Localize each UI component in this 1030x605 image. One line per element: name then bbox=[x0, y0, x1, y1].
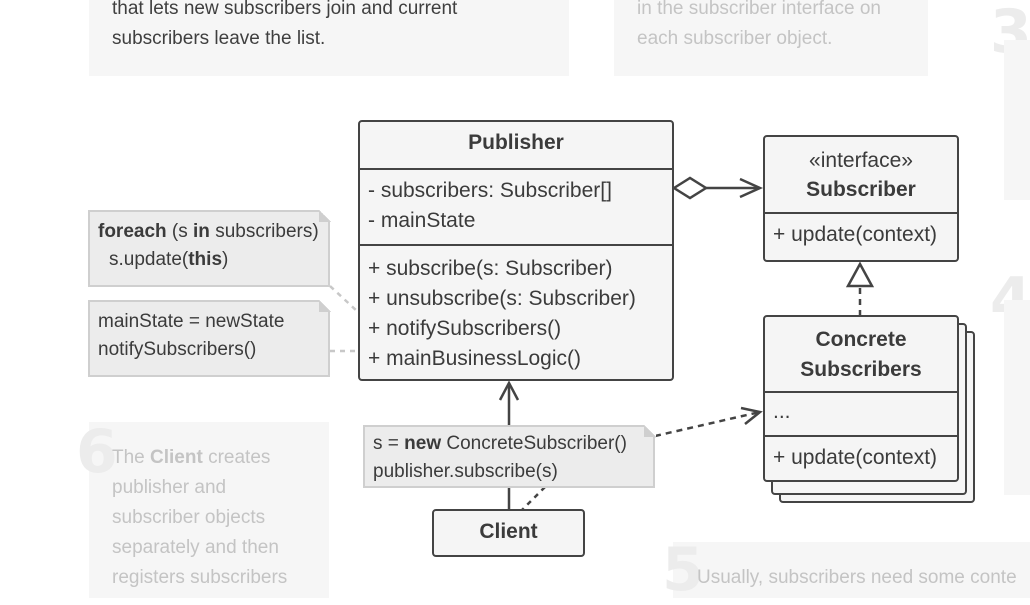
concrete-title-line-1: Concrete bbox=[815, 328, 907, 351]
kw-this: this bbox=[188, 249, 223, 270]
subscriber-stereotype: «interface» bbox=[809, 149, 913, 172]
client-note-line-1: s = new ConcreteSubscriber() bbox=[373, 430, 645, 458]
client-code-note: s = new ConcreteSubscriber() publisher.s… bbox=[363, 424, 656, 488]
publisher-method-business-logic: + mainBusinessLogic() bbox=[368, 347, 582, 370]
note-6-line-5: registers subscribers bbox=[112, 567, 288, 588]
note-6-client-word: Client bbox=[150, 447, 203, 468]
note-6-line-3: subscriber objects bbox=[112, 507, 266, 528]
publisher-method-notify: + notifySubscribers() bbox=[368, 317, 562, 340]
aggregation-arrowhead bbox=[739, 177, 764, 199]
concrete-field-ellipsis: ... bbox=[773, 400, 791, 423]
note-6-line-1-pre: The bbox=[112, 447, 151, 468]
note-3b-panel bbox=[1004, 40, 1030, 200]
subscriber-interface: «interface» Subscriber + update(context) bbox=[763, 135, 959, 262]
note-6-line-2: publisher and bbox=[112, 477, 227, 498]
notify-code-note: mainState = newState notifySubscribers() bbox=[88, 299, 331, 377]
note-5-panel bbox=[673, 542, 1030, 598]
publisher-title: Publisher bbox=[468, 131, 564, 154]
note-6-line-1-post: creates bbox=[202, 447, 271, 468]
publisher-field-mainstate: - mainState bbox=[368, 209, 476, 232]
foreach-note-connector bbox=[329, 285, 359, 313]
foreach-open: (s bbox=[166, 221, 194, 242]
client-concrete-arrowhead bbox=[740, 406, 763, 425]
publisher-method-subscribe: + subscribe(s: Subscriber) bbox=[368, 257, 613, 280]
foreach-line-2-pre: s.update( bbox=[109, 249, 189, 270]
publisher-class: Publisher - subscribers: Subscriber[] - … bbox=[358, 120, 674, 381]
note-5-number: 5 bbox=[662, 535, 704, 605]
note-4-panel bbox=[1004, 300, 1030, 495]
concrete-fields: ... bbox=[765, 393, 957, 437]
client-note-line-1-pre: s = bbox=[373, 433, 405, 454]
note-5-text: Usually, subscribers need some conte bbox=[697, 567, 1017, 588]
note-fold-corner bbox=[318, 209, 331, 222]
publisher-fields: - subscribers: Subscriber[] - mainState bbox=[360, 170, 672, 246]
note-2-line-1: that lets new subscribers join and curre… bbox=[112, 0, 458, 19]
subscriber-methods: + update(context) bbox=[765, 214, 957, 250]
publisher-method-unsubscribe: + unsubscribe(s: Subscriber) bbox=[368, 287, 636, 310]
subscriber-method-update: + update(context) bbox=[773, 223, 938, 246]
foreach-rest: subscribers) bbox=[209, 221, 319, 242]
concrete-subscribers-class: Concrete Subscribers ... + update(contex… bbox=[763, 315, 959, 482]
note-6-line-4: separately and then bbox=[112, 537, 279, 558]
foreach-line-2: s.update(this) bbox=[98, 246, 320, 274]
note-fold-corner bbox=[318, 299, 331, 312]
client-note-line-2: publisher.subscribe(s) bbox=[373, 461, 558, 482]
subscriber-title: Subscriber bbox=[806, 178, 916, 201]
note-6-line-1: The Client creates bbox=[112, 443, 270, 473]
foreach-line-1: foreach (s in subscribers) bbox=[98, 218, 320, 246]
kw-in: in bbox=[193, 221, 210, 242]
concrete-methods: + update(context) bbox=[765, 437, 957, 473]
note-6-number: 6 bbox=[76, 417, 118, 487]
note-6-panel bbox=[89, 422, 329, 598]
concrete-title-line-2: Subscribers bbox=[800, 358, 922, 381]
notify-line-1: mainState = newState bbox=[98, 311, 285, 332]
foreach-code-note: foreach (s in subscribers) s.update(this… bbox=[88, 209, 331, 287]
client-publisher-arrowhead bbox=[498, 380, 520, 401]
kw-foreach: foreach bbox=[98, 221, 167, 242]
note-3-panel: in the subscriber interface on each subs… bbox=[614, 0, 928, 76]
client-note-connector bbox=[521, 486, 546, 511]
client-note-line-1-post: ConcreteSubscriber() bbox=[441, 433, 627, 454]
foreach-line-2-post: ) bbox=[222, 249, 229, 270]
note-2-line-2: subscribers leave the list. bbox=[112, 28, 326, 49]
aggregation-diamond bbox=[671, 176, 709, 200]
client-concrete-dependency bbox=[654, 410, 761, 438]
note-3-line-1: in the subscriber interface on bbox=[637, 0, 881, 19]
note-3-line-2: each subscriber object. bbox=[637, 28, 833, 49]
publisher-header: Publisher bbox=[360, 122, 672, 170]
realization-triangle bbox=[845, 261, 875, 288]
publisher-methods: + subscribe(s: Subscriber) + unsubscribe… bbox=[360, 246, 672, 374]
note-fold-corner bbox=[643, 424, 656, 437]
concrete-header: Concrete Subscribers bbox=[765, 317, 957, 393]
concrete-method-update: + update(context) bbox=[773, 446, 938, 469]
client-class: Client bbox=[432, 509, 585, 557]
client-title: Client bbox=[479, 520, 538, 543]
subscriber-header: «interface» Subscriber bbox=[765, 137, 957, 214]
kw-new: new bbox=[404, 433, 442, 454]
note-2-panel: that lets new subscribers join and curre… bbox=[89, 0, 569, 76]
notify-line-2: notifySubscribers() bbox=[98, 339, 257, 360]
publisher-field-subscribers: - subscribers: Subscriber[] bbox=[368, 179, 612, 202]
